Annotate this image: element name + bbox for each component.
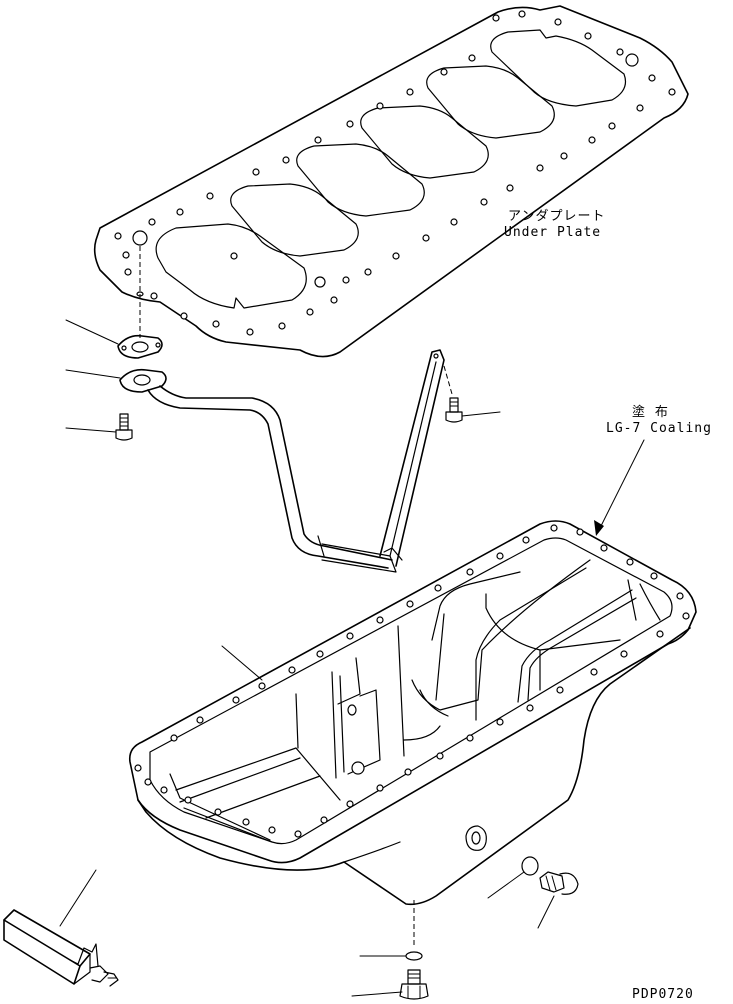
under-plate-label-en: Under Plate <box>504 225 601 240</box>
bracket-bolt[interactable] <box>443 365 463 423</box>
leader-pipe <box>65 369 121 379</box>
plate-windows <box>155 29 627 309</box>
leader-drain-tool <box>59 869 97 927</box>
oil-pan[interactable] <box>128 520 697 906</box>
drawing-code: PDP0720 <box>632 987 694 1002</box>
suction-gasket[interactable] <box>117 334 163 359</box>
leader-bolt-left <box>65 427 117 433</box>
drain-valve-tool[interactable] <box>3 909 119 987</box>
suction-pipe[interactable] <box>119 349 445 573</box>
leader-bolt-right <box>461 411 501 417</box>
leader-side-plug <box>537 895 555 929</box>
under-plate-label-jp: アンダプレート <box>508 209 605 224</box>
leader-oil-pan <box>221 645 263 681</box>
pan-flange-holes <box>134 524 690 838</box>
plate-holes <box>114 10 676 336</box>
small-o-ring <box>136 291 144 297</box>
side-o-ring[interactable] <box>521 856 539 876</box>
coating-label-jp: 塗 布 <box>632 404 669 420</box>
under-plate[interactable] <box>93 5 689 358</box>
pipe-flange-bolt[interactable] <box>115 413 133 441</box>
coating-leader-arrow <box>594 439 645 536</box>
bottom-drain-plug[interactable] <box>399 969 429 1000</box>
leader-side-o-ring <box>487 871 525 899</box>
bottom-o-ring[interactable] <box>405 951 423 961</box>
coating-label-en: LG-7 Coaling <box>606 421 712 436</box>
leader-bottom-plug <box>351 991 403 997</box>
leader-gasket <box>65 319 119 345</box>
side-drain-plug[interactable] <box>539 871 579 895</box>
